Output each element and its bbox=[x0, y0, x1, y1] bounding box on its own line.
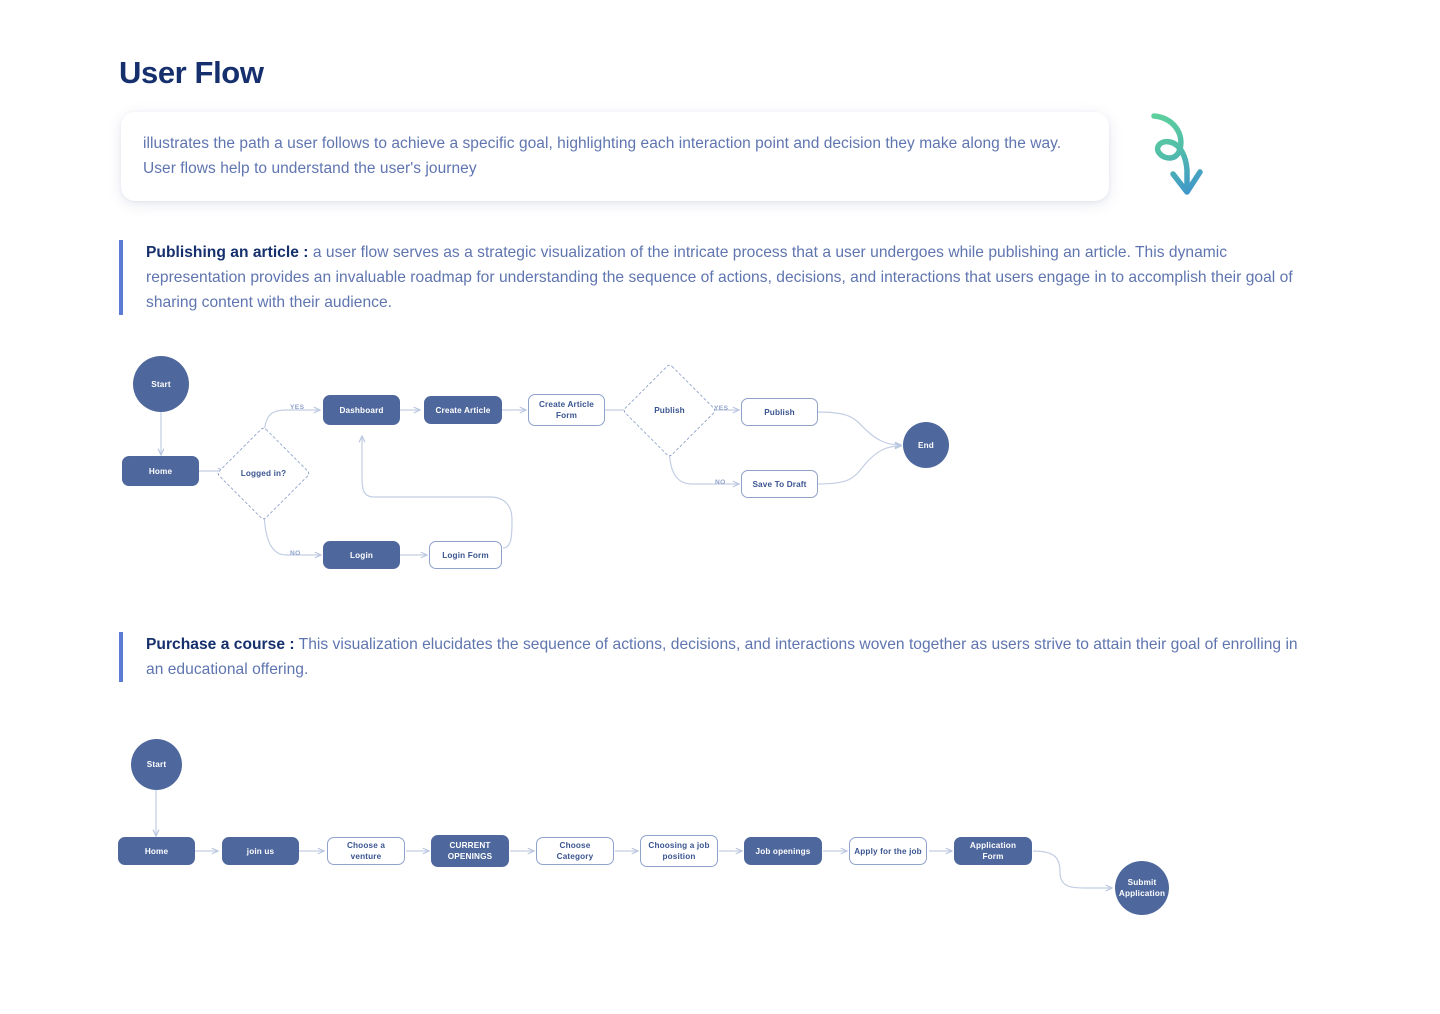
node-logged-in-decision[interactable]: Logged in? bbox=[216, 426, 311, 521]
node-label: CURRENT OPENINGS bbox=[447, 841, 493, 861]
node-label: Publish bbox=[764, 407, 795, 417]
node-label: Submit Application bbox=[1118, 878, 1166, 898]
node-label: Choose Category bbox=[556, 841, 594, 861]
node-label: Login Form bbox=[442, 550, 489, 560]
node-submit-application[interactable]: Submit Application bbox=[1115, 861, 1169, 915]
note-publishing-body: a user flow serves as a strategic visual… bbox=[146, 244, 1293, 311]
node-job-openings[interactable]: Job openings bbox=[744, 837, 822, 865]
node-label: Home bbox=[148, 466, 173, 476]
node-application-form[interactable]: Application Form bbox=[954, 837, 1032, 865]
node-label: Start bbox=[151, 379, 171, 389]
node-start-2[interactable]: Start bbox=[131, 739, 182, 790]
node-label: Home bbox=[144, 846, 169, 856]
node-label: Dashboard bbox=[339, 405, 384, 415]
node-save-to-draft[interactable]: Save To Draft bbox=[741, 470, 818, 498]
note-purchase-body: This visualization elucidates the sequen… bbox=[146, 636, 1298, 678]
intro-card: illustrates the path a user follows to a… bbox=[121, 112, 1109, 201]
node-current-openings[interactable]: CURRENT OPENINGS bbox=[431, 835, 509, 867]
node-label: Save To Draft bbox=[752, 479, 807, 489]
node-create-article[interactable]: Create Article bbox=[424, 396, 502, 424]
node-publish[interactable]: Publish bbox=[741, 398, 818, 426]
node-login-form[interactable]: Login Form bbox=[429, 541, 502, 569]
intro-text: illustrates the path a user follows to a… bbox=[143, 135, 1062, 177]
node-create-article-form[interactable]: Create Article Form bbox=[528, 394, 605, 426]
node-label: Application Form bbox=[969, 841, 1017, 861]
node-dashboard[interactable]: Dashboard bbox=[323, 395, 400, 425]
node-label: join us bbox=[246, 846, 275, 856]
node-login[interactable]: Login bbox=[323, 541, 400, 569]
edge-label-no-publish: NO bbox=[715, 479, 726, 486]
note-publishing-heading: Publishing an article : bbox=[146, 244, 309, 261]
node-choosing-a-job-position[interactable]: Choosing a job position bbox=[640, 835, 718, 867]
node-label: Start bbox=[146, 760, 167, 769]
page-title: User Flow bbox=[119, 55, 264, 90]
note-purchase-a-course: Purchase a course : This visualization e… bbox=[119, 632, 1319, 682]
node-end[interactable]: End bbox=[903, 422, 949, 468]
node-label: Choose a venture bbox=[346, 841, 386, 861]
node-choose-a-venture[interactable]: Choose a venture bbox=[327, 837, 405, 865]
node-label: Create Article bbox=[435, 405, 491, 415]
node-label: End bbox=[918, 440, 934, 450]
node-label: Apply for the job bbox=[854, 846, 922, 856]
node-label: Login bbox=[349, 550, 374, 560]
node-choose-category[interactable]: Choose Category bbox=[536, 837, 614, 865]
node-label: Publish bbox=[654, 406, 685, 415]
curly-arrow-icon bbox=[1140, 104, 1220, 204]
node-label: Choosing a job position bbox=[648, 841, 710, 861]
node-home-2[interactable]: Home bbox=[118, 837, 195, 865]
node-label: Create Article Form bbox=[538, 400, 595, 420]
note-publishing-an-article: Publishing an article : a user flow serv… bbox=[119, 240, 1319, 315]
node-label: Logged in? bbox=[240, 469, 287, 478]
edge-label-no-logged-in: NO bbox=[290, 550, 301, 557]
edge-label-yes-publish: YES bbox=[714, 405, 729, 412]
node-join-us[interactable]: join us bbox=[222, 837, 299, 865]
node-label: Job openings bbox=[755, 846, 811, 856]
node-apply-for-the-job[interactable]: Apply for the job bbox=[849, 837, 927, 865]
node-start[interactable]: Start bbox=[133, 356, 189, 412]
note-purchase-heading: Purchase a course : bbox=[146, 636, 295, 653]
edge-label-yes-logged-in: YES bbox=[290, 404, 305, 411]
note-publishing-text: Publishing an article : a user flow serv… bbox=[146, 240, 1319, 315]
node-home[interactable]: Home bbox=[122, 456, 199, 486]
node-publish-decision[interactable]: Publish bbox=[622, 363, 717, 458]
note-purchase-text: Purchase a course : This visualization e… bbox=[146, 632, 1319, 682]
